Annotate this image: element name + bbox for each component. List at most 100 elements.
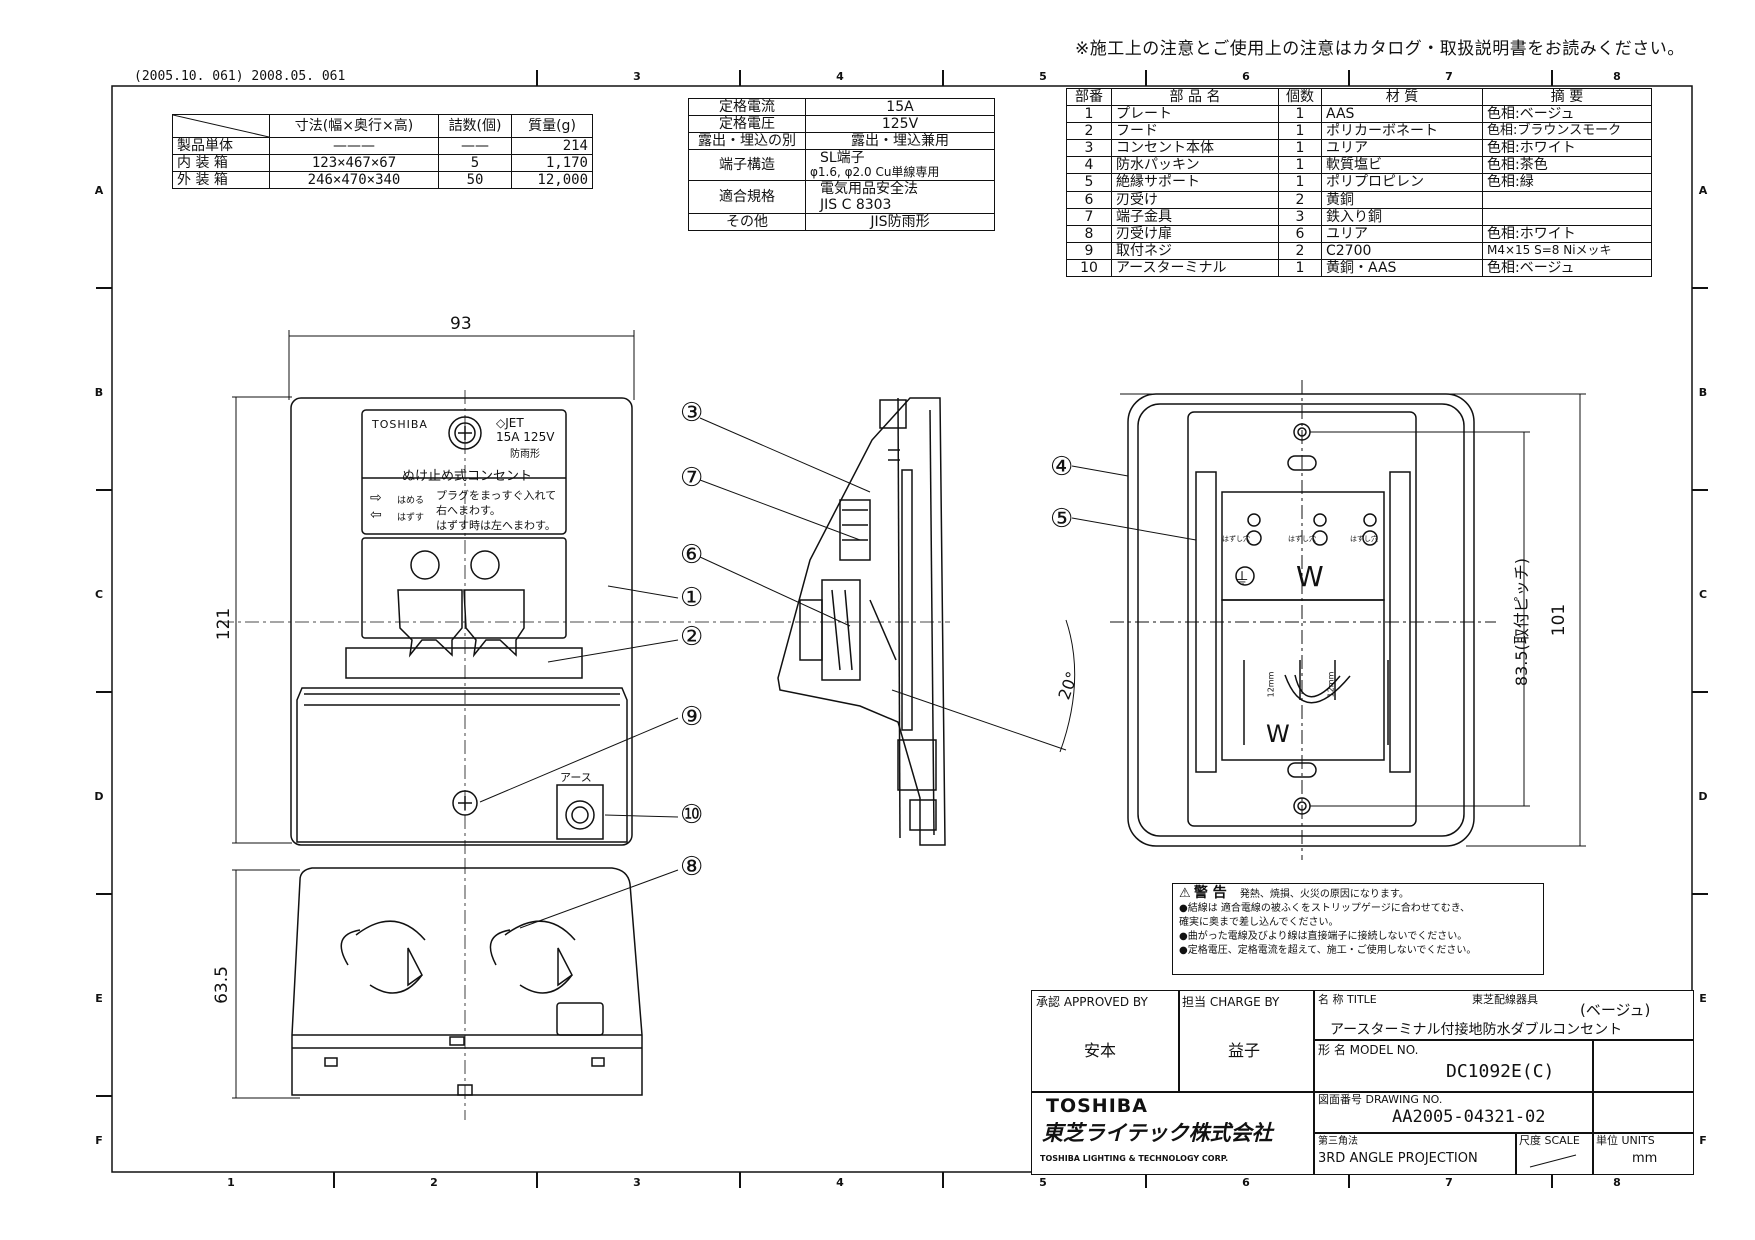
col-marker-5-bottom: 5 [1039, 1176, 1047, 1189]
warning-line: ●定格電圧、定格電流を超えて、施工・ご使用しないでください。 [1179, 945, 1477, 956]
divider [1178, 991, 1180, 1091]
col-marker-7-bottom: 7 [1445, 1176, 1453, 1189]
callout-10: ⑩ [680, 800, 704, 830]
ground-symbol-icon: ⏚ [1234, 569, 1251, 588]
packaging-table: 寸法(幅×奥行×高) 詰数(個) 質量(g) 製品単体 ——— —— 214 内… [172, 114, 593, 190]
caution-note: ※施工上の注意とご使用上の注意はカタログ・取扱説明書をお読みください。 [1075, 39, 1685, 59]
part-material: ユリア [1321, 224, 1483, 243]
packaging-row-label: 内 装 箱 [172, 154, 270, 173]
part-name: 端子金具 [1111, 207, 1279, 226]
row-marker-E: E [95, 992, 103, 1005]
parts-header-note: 摘 要 [1482, 87, 1652, 107]
col-marker-3-bottom: 3 [633, 1176, 641, 1189]
charge-name: 益子 [1228, 1041, 1261, 1060]
part-qty: 3 [1278, 207, 1322, 226]
callout-7: ⑦ [680, 463, 704, 493]
spec-value: 125V [805, 115, 995, 134]
packaging-row-qty: —— [438, 136, 512, 156]
packaging-row-mass: 1,170 [511, 154, 593, 173]
divider [1592, 1039, 1594, 1132]
packaging-row-mass: 12,000 [511, 171, 593, 190]
part-note: 色相:茶色 [1482, 156, 1652, 175]
part-material: ユリア [1321, 139, 1483, 158]
part-name: 取付ネジ [1111, 241, 1279, 260]
table-row: 1 プレート 1 AAS 色相:ベージュ [1066, 105, 1652, 124]
spec-label: その他 [688, 213, 806, 232]
title-category: 東芝配線器具 [1472, 993, 1538, 1006]
callout-8: ⑧ [680, 852, 704, 882]
divider [1592, 1132, 1594, 1174]
charge-label: 担当 CHARGE BY [1182, 995, 1280, 1009]
warning-sub: 発熱、焼損、火災の原因になります。 [1239, 889, 1409, 900]
table-row: 10 アースターミナル 1 黄銅・AAS 色相:ベージュ [1066, 258, 1652, 278]
part-qty: 1 [1278, 139, 1322, 158]
table-row: 製品単体 ——— —— 214 [172, 136, 593, 156]
table-row: 5 絶縁サポート 1 ポリプロピレン 色相:緑 [1066, 173, 1652, 192]
spec-value: 15A [805, 97, 995, 117]
col-marker-4: 4 [836, 70, 844, 83]
spec-label: 定格電流 [688, 97, 806, 117]
row-marker-F: F [95, 1134, 103, 1147]
table-row: 内 装 箱 123×467×67 5 1,170 [172, 154, 593, 173]
part-material: AAS [1321, 105, 1483, 124]
part-no: 6 [1066, 190, 1112, 209]
warning-triangle-icon: ⚠ [1179, 886, 1191, 901]
row-marker-B-right: B [1698, 386, 1708, 399]
company-jp: 東芝ライテック株式会社 [1042, 1121, 1273, 1145]
projection-label: 第三角法 [1318, 1136, 1358, 1147]
warning-heading-row: ⚠ 警 告 発熱、焼損、火災の原因になります。 [1179, 886, 1537, 902]
dim-width: 93 [450, 314, 472, 334]
packaging-row-label: 外 装 箱 [172, 171, 270, 190]
table-row: 8 刃受け扉 6 ユリア 色相:ホワイト [1066, 224, 1652, 243]
row-marker-E-right: E [1699, 992, 1707, 1005]
front-rating: 15A 125V [496, 430, 555, 444]
dim-outer: 101 [1549, 603, 1570, 637]
back-release-3: はずし穴 [1350, 535, 1378, 543]
warning-line: ●結線は 適合電線の被ふくをストリップゲージに合わせてむき、 [1179, 903, 1471, 914]
callout-9: ⑨ [680, 702, 704, 732]
row-marker-D: D [94, 790, 104, 803]
drawing-number: AA2005-04321-02 [1392, 1107, 1546, 1127]
row-marker-C-right: C [1698, 588, 1708, 601]
table-row: 9 取付ネジ 2 C2700 M4×15 S=8 Niメッキ [1066, 241, 1652, 260]
front-instruction-1: プラグをまっすぐ入れて [436, 489, 557, 502]
table-row: 定格電流 15A [688, 97, 995, 117]
row-marker-C: C [94, 588, 104, 601]
packaging-row-qty: 5 [438, 154, 512, 173]
table-row: 3 コンセント本体 1 ユリア 色相:ホワイト [1066, 139, 1652, 158]
approved-name: 安本 [1084, 1041, 1117, 1060]
part-note: 色相:ホワイト [1482, 224, 1652, 243]
table-row: 定格電圧 125V [688, 115, 995, 134]
callout-6: ⑥ [680, 540, 704, 570]
parts-table: 部番 部 品 名 個数 材 質 摘 要 1 プレート 1 AAS 色相:ベージュ… [1066, 87, 1652, 278]
part-name: アースターミナル [1111, 258, 1279, 278]
divider [1032, 1091, 1313, 1093]
dim-strip-2: 12mm [1326, 671, 1336, 698]
dim-strip-1: 12mm [1266, 671, 1276, 698]
front-brand: TOSHIBA [372, 418, 428, 431]
col-marker-8-bottom: 8 [1613, 1176, 1621, 1189]
warning-line: ●曲がった電線及びより線は直接端子に接続しないでください。 [1179, 931, 1468, 942]
spec-table: 定格電流 15A 定格電圧 125V 露出・埋込の別 露出・埋込兼用 端子構造 … [688, 97, 995, 232]
units-label: 単位 UNITS [1596, 1134, 1655, 1147]
part-material: 黄銅・AAS [1321, 258, 1483, 278]
callout-1: ① [680, 583, 704, 613]
divider [1313, 1039, 1693, 1041]
callout-4: ④ [1050, 452, 1074, 482]
model-number: DC1092E(C) [1446, 1061, 1555, 1082]
part-qty: 6 [1278, 224, 1322, 243]
packaging-header-dims: 寸法(幅×奥行×高) [269, 114, 439, 138]
callout-5: ⑤ [1050, 504, 1074, 534]
col-marker-7: 7 [1445, 70, 1453, 83]
product-title: アースターミナル付接地防水ダブルコンセント [1330, 1022, 1623, 1038]
back-release-2: はずし穴 [1288, 535, 1316, 543]
part-name: 防水パッキン [1111, 156, 1279, 175]
callout-2: ② [680, 622, 704, 652]
row-marker-A: A [94, 184, 104, 197]
